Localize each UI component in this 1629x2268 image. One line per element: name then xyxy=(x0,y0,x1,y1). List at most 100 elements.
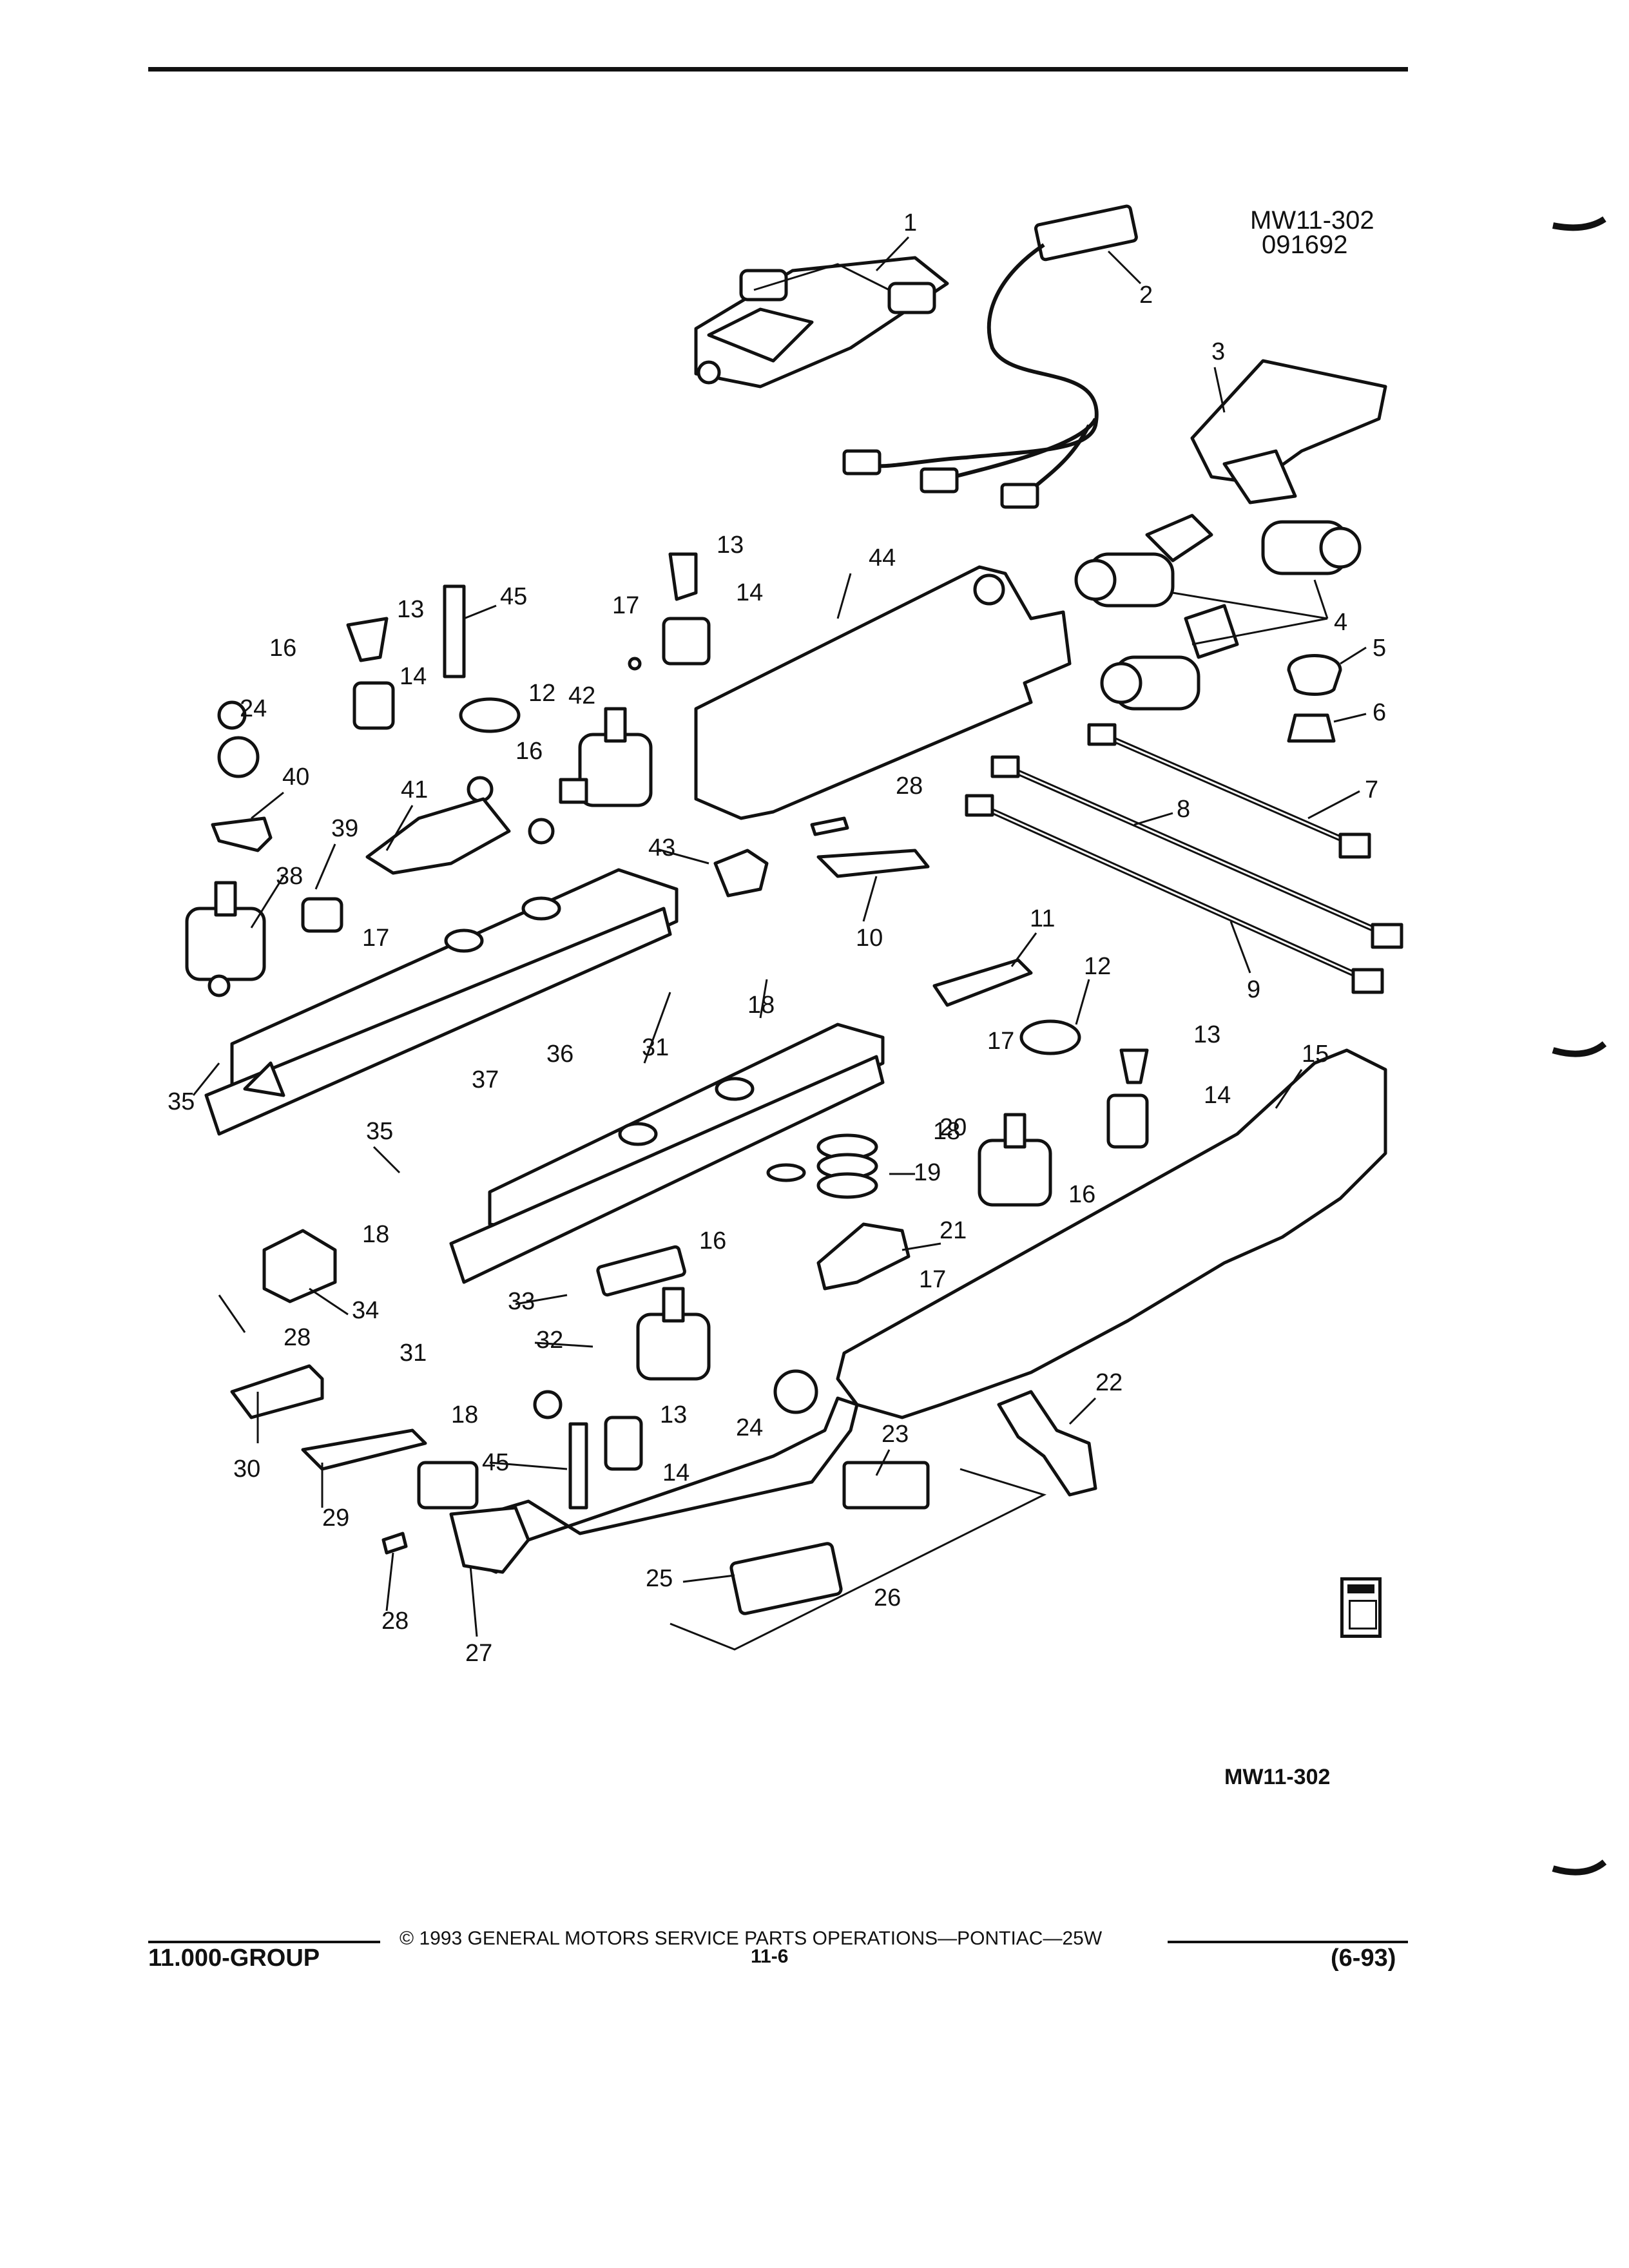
callout-1: 1 xyxy=(903,209,917,236)
callout-21: 21 xyxy=(940,1217,967,1244)
callout-13-right: 13 xyxy=(1193,1021,1220,1048)
callout-6: 6 xyxy=(1373,699,1386,726)
part-42-actuator xyxy=(559,707,653,807)
callout-17-lower: 17 xyxy=(919,1266,946,1293)
callout-16-lower: 16 xyxy=(699,1227,726,1254)
callout-labels: 1 2 3 4 5 6 7 8 9 10 11 12 12 13 13 13 1… xyxy=(168,209,1386,1667)
callout-18-left: 18 xyxy=(362,1221,389,1248)
callout-23: 23 xyxy=(882,1421,909,1448)
callout-34: 34 xyxy=(352,1297,379,1324)
callout-10: 10 xyxy=(856,925,883,952)
reference-date: 091692 xyxy=(1262,231,1348,259)
part-32-actuator xyxy=(636,1287,711,1381)
part-30-bracket xyxy=(230,1364,324,1419)
callout-8: 8 xyxy=(1177,796,1190,823)
part-13-screw-right xyxy=(1119,1048,1149,1084)
part-28-screw-top xyxy=(810,816,849,836)
callout-15: 15 xyxy=(1302,1041,1329,1068)
callout-16-right: 16 xyxy=(1068,1181,1095,1208)
hardware-left xyxy=(211,552,711,852)
callout-22: 22 xyxy=(1095,1369,1123,1396)
callout-40: 40 xyxy=(282,764,309,791)
callout-2: 2 xyxy=(1139,282,1153,309)
callout-4: 4 xyxy=(1334,609,1347,636)
part-3-bracket xyxy=(1190,359,1387,505)
callout-38: 38 xyxy=(276,863,303,890)
callout-16-left: 16 xyxy=(269,635,296,662)
callout-45-top: 45 xyxy=(500,583,527,610)
leader-lines xyxy=(192,236,1367,1637)
callout-14-left: 14 xyxy=(400,663,427,690)
part-43-clip xyxy=(713,849,769,898)
part-19-spring xyxy=(816,1133,878,1199)
callout-17-left: 17 xyxy=(362,925,389,952)
footer-revision-date: (6-93) xyxy=(1331,1945,1396,1972)
callout-43: 43 xyxy=(648,834,675,861)
callout-9: 9 xyxy=(1247,976,1260,1003)
callout-18-lower: 18 xyxy=(451,1401,478,1428)
callout-28-top: 28 xyxy=(896,773,923,800)
part-38-actuator xyxy=(185,881,266,997)
callout-26: 26 xyxy=(874,1584,901,1611)
callout-13-left: 13 xyxy=(397,596,424,623)
callout-27: 27 xyxy=(465,1640,492,1667)
callout-28-lower: 28 xyxy=(381,1608,409,1635)
part-18-nut xyxy=(533,1390,563,1419)
callout-7: 7 xyxy=(1365,776,1378,803)
callout-14-lower: 14 xyxy=(662,1459,689,1486)
part-1-adjuster-assembly xyxy=(694,256,949,389)
cables-7-8-9 xyxy=(965,723,1403,994)
callout-11: 11 xyxy=(1030,905,1055,932)
part-21-bracket xyxy=(816,1222,911,1291)
callout-17-top: 17 xyxy=(612,592,639,619)
callout-19: 19 xyxy=(914,1159,941,1186)
callout-35-mid: 35 xyxy=(366,1118,393,1145)
part-25-switch xyxy=(729,1542,843,1615)
part-2-wiring-harness xyxy=(842,204,1138,509)
callout-5: 5 xyxy=(1373,635,1386,662)
part-27-block xyxy=(417,1461,479,1510)
part-37-seat-track xyxy=(204,868,679,1136)
callout-32: 32 xyxy=(536,1327,563,1354)
part-24-ring xyxy=(773,1369,818,1414)
callout-25: 25 xyxy=(646,1565,673,1592)
footer-copyright: © 1993 GENERAL MOTORS SERVICE PARTS OPER… xyxy=(400,1928,1103,1949)
part-39-clip xyxy=(301,897,343,933)
footer-group-label: 11.000-GROUP xyxy=(148,1945,320,1972)
part-36-seat-track xyxy=(449,1023,885,1284)
callout-28-left: 28 xyxy=(284,1324,311,1351)
part-44-bracket xyxy=(694,565,1072,820)
callout-17-right: 17 xyxy=(987,1028,1014,1055)
callout-12-left: 12 xyxy=(528,680,555,707)
bottom-reference-code: MW11-302 xyxy=(1224,1765,1331,1789)
part-6-nut xyxy=(1287,713,1336,743)
part-15-trim-plate xyxy=(836,1048,1387,1419)
callout-3: 3 xyxy=(1211,338,1225,365)
part-5-cap xyxy=(1287,654,1342,696)
callout-13-top: 13 xyxy=(717,532,744,559)
part-28-screw-lower xyxy=(381,1532,408,1555)
manual-book-icon xyxy=(1340,1577,1382,1638)
callout-29: 29 xyxy=(322,1504,349,1532)
part-22-bracket xyxy=(997,1390,1097,1497)
callout-18-right: 18 xyxy=(933,1118,960,1145)
part-45-switch-lower xyxy=(568,1422,588,1510)
part-4-motors xyxy=(1074,514,1362,711)
part-26-group-bracket xyxy=(670,1468,1047,1651)
footer-rule-left xyxy=(148,1941,380,1943)
callout-42: 42 xyxy=(568,682,595,709)
part-29-bracket xyxy=(301,1428,427,1471)
part-20-actuator xyxy=(978,1113,1052,1207)
scan-binder-marks xyxy=(1552,216,1607,1876)
callout-30: 30 xyxy=(233,1456,260,1483)
callout-24-left: 24 xyxy=(240,695,267,722)
part-11-clip xyxy=(932,958,1033,1007)
callout-24-lower: 24 xyxy=(736,1414,763,1441)
callout-16-mid: 16 xyxy=(516,738,543,765)
callout-35-left: 35 xyxy=(168,1088,195,1115)
part-10-clip xyxy=(816,849,930,878)
callout-39: 39 xyxy=(331,815,358,842)
callout-20: 20 xyxy=(940,1114,967,1141)
callout-14-right: 14 xyxy=(1204,1082,1231,1109)
